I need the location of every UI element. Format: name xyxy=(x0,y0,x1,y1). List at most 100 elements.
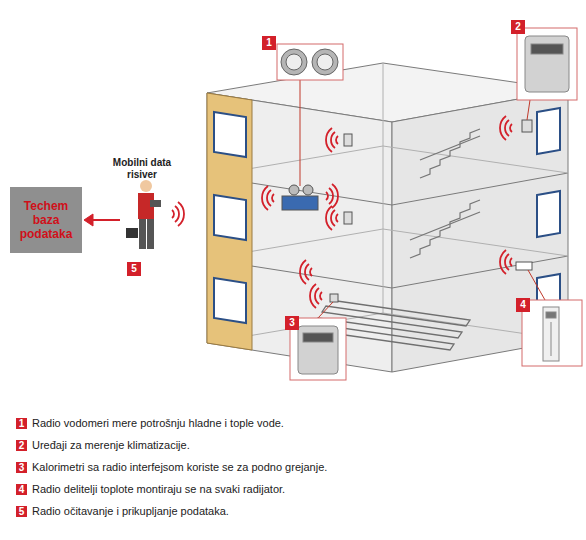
node-text: 1 xyxy=(19,419,25,429)
person-reader xyxy=(140,180,152,192)
staircase xyxy=(410,129,480,258)
meter-device xyxy=(330,294,338,302)
database-box: Techem baza podataka xyxy=(10,187,82,253)
callout-box xyxy=(277,44,343,80)
staircase xyxy=(410,200,480,258)
leader-line xyxy=(527,100,530,120)
building xyxy=(207,63,568,372)
node-text: 4 xyxy=(19,485,25,495)
radio-waves xyxy=(310,284,322,308)
legend-text: Radio vodomeri mere potrošnju hladne i t… xyxy=(32,417,572,430)
staircase xyxy=(420,136,480,160)
node-text: 4 xyxy=(520,300,526,310)
staircase xyxy=(420,129,480,178)
node-text: 5 xyxy=(19,507,25,517)
person-reader xyxy=(126,228,138,238)
window xyxy=(537,108,560,154)
meter-device xyxy=(303,185,313,195)
device-image xyxy=(298,326,338,374)
leader-line xyxy=(300,80,545,318)
water-meter-image xyxy=(281,49,307,75)
callout-number: 5 xyxy=(16,506,27,517)
callout-box xyxy=(277,28,582,380)
radio-waves xyxy=(172,202,184,226)
callout-number: 3 xyxy=(16,462,27,473)
window xyxy=(537,191,560,237)
water-meter-image xyxy=(317,54,333,70)
person-reader xyxy=(126,180,161,249)
node-text: 5 xyxy=(131,264,137,274)
radio-waves xyxy=(326,184,338,208)
node-text: 1 xyxy=(266,38,272,48)
water-meter-image xyxy=(286,54,302,70)
building xyxy=(207,173,568,205)
meter-device xyxy=(289,185,299,195)
window xyxy=(214,108,560,323)
radio-waves xyxy=(500,116,512,140)
callout-number: 1 xyxy=(16,418,27,429)
person-reader xyxy=(150,200,161,207)
facade-column xyxy=(207,93,252,350)
receiver-label: Mobilni data risiver xyxy=(104,157,180,181)
facade-column xyxy=(207,93,252,350)
person-reader xyxy=(147,219,154,249)
upload-arrow xyxy=(84,214,93,226)
meter-device xyxy=(516,262,532,270)
device-image xyxy=(551,322,552,356)
building xyxy=(383,63,384,313)
leader-line xyxy=(300,80,301,186)
node-text: Techem baza podataka xyxy=(14,199,78,241)
legend-text: Radio očitavanje i prikupljanje podataka… xyxy=(32,505,572,518)
callout-number: 1 xyxy=(262,36,276,50)
building xyxy=(207,256,568,288)
window xyxy=(214,195,246,240)
device-image xyxy=(546,312,556,318)
water-meter-image xyxy=(281,49,338,75)
meter-device xyxy=(282,120,532,302)
window xyxy=(214,278,246,323)
legend-text: Kalorimetri sa radio interfejsom koriste… xyxy=(32,461,572,474)
radio-waves xyxy=(326,128,338,152)
callout-number: 2 xyxy=(511,20,525,34)
node-text: 2 xyxy=(19,441,25,451)
person-reader xyxy=(139,219,146,249)
building xyxy=(207,146,568,176)
device-image xyxy=(531,44,563,54)
upload-arrow xyxy=(84,214,120,226)
device-image xyxy=(543,307,559,361)
callout-box xyxy=(522,300,582,366)
device-image xyxy=(303,333,333,342)
radio-waves xyxy=(172,116,512,308)
node-text: 3 xyxy=(289,318,295,328)
callout-number: 2 xyxy=(16,440,27,451)
meter-device xyxy=(344,212,352,224)
radio-waves xyxy=(262,186,274,210)
meter-device xyxy=(282,196,318,210)
water-meter-image xyxy=(312,49,338,75)
staircase xyxy=(410,212,480,240)
callout-number: 4 xyxy=(516,298,530,312)
meter-device xyxy=(344,134,352,146)
legend-text: Uređaji za merenje klimatizacije. xyxy=(32,439,572,452)
node-text: 3 xyxy=(19,463,25,473)
leader-line xyxy=(318,302,333,318)
building xyxy=(207,229,568,259)
radio-waves xyxy=(500,250,512,274)
callout-box xyxy=(517,28,577,100)
window xyxy=(214,112,246,157)
device-image xyxy=(298,36,569,374)
leader-line xyxy=(528,270,545,300)
callout-number: 5 xyxy=(127,262,141,276)
callout-number: 3 xyxy=(285,316,299,330)
meter-device xyxy=(522,120,532,132)
radio-waves xyxy=(326,206,338,230)
legend-text: Radio delitelji toplote montiraju se na … xyxy=(32,483,572,496)
callout-number: 4 xyxy=(16,484,27,495)
device-image xyxy=(525,36,569,92)
upload-arrow xyxy=(90,219,120,221)
radio-waves xyxy=(300,260,312,284)
node-text: 2 xyxy=(515,22,521,32)
